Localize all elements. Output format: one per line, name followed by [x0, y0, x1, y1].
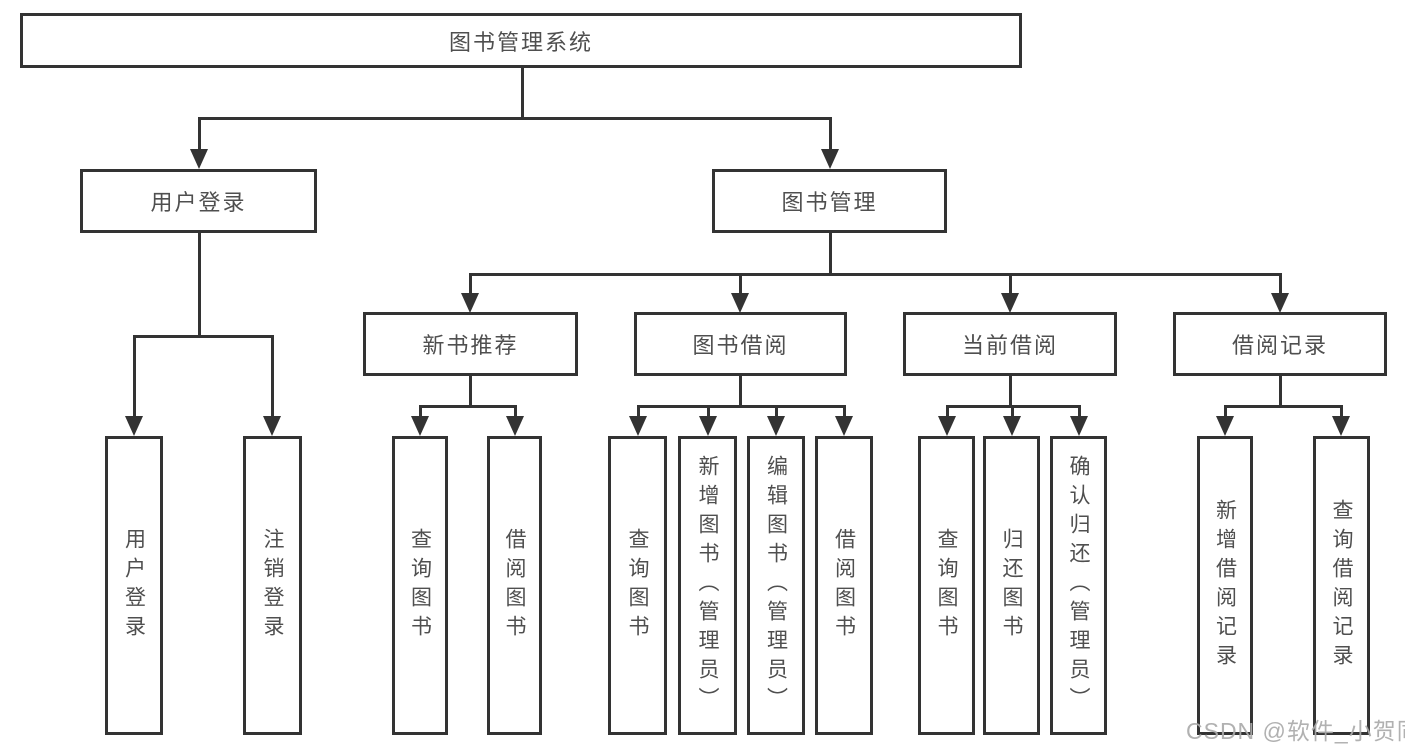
leaf-label: 编辑图书（管理员）: [764, 455, 788, 716]
node-new-book-recommendation: 新书推荐: [363, 312, 578, 376]
connector-level1-rail: [197, 117, 832, 120]
arrow-down-icon: [1216, 416, 1234, 436]
arrow-down-icon: [731, 293, 749, 313]
leaf-label: 查询图书: [935, 527, 958, 644]
leaf-label: 查询图书: [408, 527, 432, 644]
leaf-label: 借阅图书: [503, 527, 526, 644]
connector-arrow-stem: [738, 273, 742, 295]
leaf-add-borrow-record: 新增借阅记录: [1197, 436, 1253, 735]
leaf-user-login: 用户登录: [105, 436, 163, 735]
arrow-down-icon: [1001, 293, 1019, 313]
connector-arrow-stem: [842, 405, 846, 419]
connector-arrow-stem: [1223, 405, 1227, 419]
arrow-down-icon: [699, 416, 717, 436]
arrow-down-icon: [411, 416, 429, 436]
leaf-label: 归还图书: [1000, 527, 1023, 644]
connector-arrow-stem: [270, 335, 274, 418]
leaf-label: 注销登录: [261, 527, 284, 644]
leaf-return-books: 归还图书: [983, 436, 1040, 735]
leaf-label: 新增图书（管理员）: [696, 455, 719, 716]
connector-arrow-stem: [418, 405, 422, 419]
node-book-borrowing: 图书借阅: [634, 312, 847, 376]
connector-leaf-rail: [636, 405, 846, 408]
leaf-edit-books-admin: 编辑图书（管理员）: [747, 436, 805, 735]
arrow-down-icon: [821, 149, 839, 169]
node-user-login-branch: 用户登录: [80, 169, 317, 233]
arrow-down-icon: [190, 149, 208, 169]
connector-module-stem: [468, 376, 472, 405]
connector-arrow-stem: [706, 405, 710, 419]
arrow-down-icon: [1070, 416, 1088, 436]
arrow-down-icon: [629, 416, 647, 436]
arrow-down-icon: [1003, 416, 1021, 436]
leaf-query-books-borrowing: 查询图书: [608, 436, 667, 735]
connector-arrow-stem: [774, 405, 778, 419]
connector-arrow-stem: [1339, 405, 1343, 419]
connector-arrow-stem: [1278, 273, 1282, 295]
leaf-confirm-return-admin: 确认归还（管理员）: [1050, 436, 1107, 735]
leaf-label: 确认归还（管理员）: [1067, 455, 1090, 716]
arrow-down-icon: [1271, 293, 1289, 313]
node-borrowing-records: 借阅记录: [1173, 312, 1387, 376]
arrow-down-icon: [461, 293, 479, 313]
connector-arrow-stem: [468, 273, 472, 295]
connector-user-login-stem: [197, 233, 201, 335]
connector-arrow-stem: [197, 117, 201, 151]
connector-module-stem: [738, 376, 742, 405]
arrow-down-icon: [938, 416, 956, 436]
arrow-down-icon: [263, 416, 281, 436]
connector-arrow-stem: [132, 335, 136, 418]
leaf-label: 新增借阅记录: [1213, 498, 1237, 673]
connector-arrow-stem: [828, 117, 832, 151]
connector-arrow-stem: [1008, 273, 1012, 295]
node-library-management-system: 图书管理系统: [20, 13, 1022, 68]
leaf-add-books-admin: 新增图书（管理员）: [678, 436, 737, 735]
leaf-label: 用户登录: [122, 527, 146, 644]
connector-level2-rail: [468, 273, 1282, 276]
arrow-down-icon: [506, 416, 524, 436]
leaf-borrow-books-recommend: 借阅图书: [487, 436, 542, 735]
connector-arrow-stem: [1077, 405, 1081, 419]
connector-root-stem: [520, 68, 524, 117]
leaf-logout: 注销登录: [243, 436, 302, 735]
connector-arrow-stem: [1010, 405, 1014, 419]
arrow-down-icon: [835, 416, 853, 436]
connector-arrow-stem: [636, 405, 640, 419]
connector-module-stem: [1008, 376, 1012, 405]
node-book-management-branch: 图书管理: [712, 169, 947, 233]
leaf-query-books-current: 查询图书: [918, 436, 975, 735]
node-current-borrowing: 当前借阅: [903, 312, 1117, 376]
leaf-label: 借阅图书: [832, 527, 856, 644]
leaf-label: 查询借阅记录: [1330, 498, 1353, 673]
connector-module-stem: [1278, 376, 1282, 405]
connector-leaf-rail: [1223, 405, 1343, 408]
connector-user-login-rail: [132, 335, 274, 338]
arrow-down-icon: [767, 416, 785, 436]
leaf-query-books-recommend: 查询图书: [392, 436, 448, 735]
connector-leaf-rail: [418, 405, 517, 408]
connector-arrow-stem: [513, 405, 517, 419]
leaf-label: 查询图书: [626, 527, 649, 644]
leaf-borrow-books: 借阅图书: [815, 436, 873, 735]
arrow-down-icon: [125, 416, 143, 436]
arrow-down-icon: [1332, 416, 1350, 436]
connector-arrow-stem: [945, 405, 949, 419]
csdn-watermark: CSDN @软件_小贺同学: [1186, 718, 1405, 744]
connector-book-mgmt-stem: [828, 233, 832, 273]
leaf-query-borrow-record: 查询借阅记录: [1313, 436, 1370, 735]
